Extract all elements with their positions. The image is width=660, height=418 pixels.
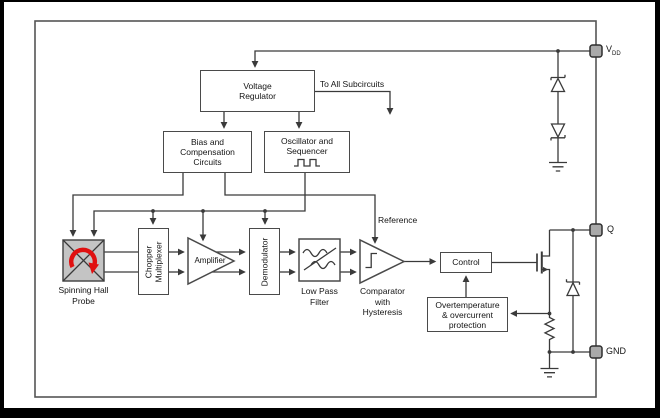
vdd-pin-label: VDD xyxy=(606,44,621,57)
spinning-hall-probe-symbol xyxy=(62,239,105,282)
block-label: protection xyxy=(448,319,487,330)
q-pin-pad xyxy=(589,223,603,237)
clock-bus-wire xyxy=(90,173,306,242)
block-label: Oscillator and xyxy=(281,136,333,146)
gnd-rail-wire xyxy=(540,350,590,378)
signal-chain-wires xyxy=(104,248,437,276)
amplifier-symbol xyxy=(187,236,236,286)
q-rail-wire xyxy=(549,228,590,232)
vdd-pin-pad xyxy=(589,44,603,58)
vdd-rail-wire xyxy=(251,49,590,78)
regulator-wires xyxy=(220,90,394,129)
block-label: Circuits xyxy=(193,157,222,167)
square-wave-icon xyxy=(294,158,320,167)
bias-compensation-block: Bias and Compensation Circuits xyxy=(163,131,252,173)
chopper-multiplexer-block: Chopper Multiplexer xyxy=(138,228,169,295)
ground-symbol-top-icon xyxy=(549,161,567,172)
block-label: Control xyxy=(452,257,480,268)
page-background xyxy=(4,2,655,408)
reference-wire xyxy=(224,173,379,244)
block-label: Overtemperature xyxy=(435,299,500,310)
overtemperature-protection-block: Overtemperature & overcurrent protection xyxy=(427,297,508,332)
bias-bus-wire xyxy=(69,173,184,237)
oscillator-sequencer-block: Oscillator and Sequencer xyxy=(264,131,350,173)
sine-wave-icon xyxy=(310,260,336,270)
spinning-hall-probe-label: Spinning Hall Probe xyxy=(58,285,109,306)
sense-node-wires xyxy=(462,275,556,352)
gnd-pin-pad xyxy=(589,345,603,359)
to-all-subcircuits-label: To All Subcircuits xyxy=(319,79,385,89)
resistor-icon xyxy=(543,313,556,352)
low-pass-filter-label: Low Pass Filter xyxy=(301,286,338,307)
chip-outline xyxy=(34,20,597,398)
ground-symbol-bottom-icon xyxy=(540,367,559,378)
sine-wave-icon xyxy=(302,248,328,258)
red-rotation-arrow-icon xyxy=(68,247,98,269)
block-label: Voltage xyxy=(243,80,272,91)
block-label: & overcurrent xyxy=(441,309,494,320)
q-pin-label: Q xyxy=(607,224,615,234)
slash-icon xyxy=(303,247,337,271)
block-label: Sequencer xyxy=(286,146,328,156)
comparator-symbol xyxy=(359,238,406,285)
hysteresis-icon xyxy=(365,252,377,269)
block-label: Bias and xyxy=(190,137,225,147)
block-label: Compensation xyxy=(180,147,235,157)
reference-label: Reference xyxy=(378,215,418,225)
voltage-regulator-block: Voltage Regulator xyxy=(200,70,315,112)
rotated-label: Chopper Multiplexer xyxy=(143,240,163,283)
rotated-label: Demodulator xyxy=(258,237,269,286)
block-label: Regulator xyxy=(239,91,276,101)
nmos-transistor-icon xyxy=(536,230,551,314)
amplifier-label: Amplifier xyxy=(194,256,226,265)
output-clamp-zener-icon xyxy=(565,230,581,352)
red-arrowhead-icon xyxy=(88,262,99,274)
demodulator-block: Demodulator xyxy=(249,228,280,295)
control-block: Control xyxy=(440,252,492,273)
supply-clamp-zener-pair-icon xyxy=(550,74,566,162)
comparator-label: Comparator with Hysteresis xyxy=(360,286,405,317)
gnd-pin-label: GND xyxy=(606,346,626,356)
low-pass-filter-symbol xyxy=(298,238,341,282)
